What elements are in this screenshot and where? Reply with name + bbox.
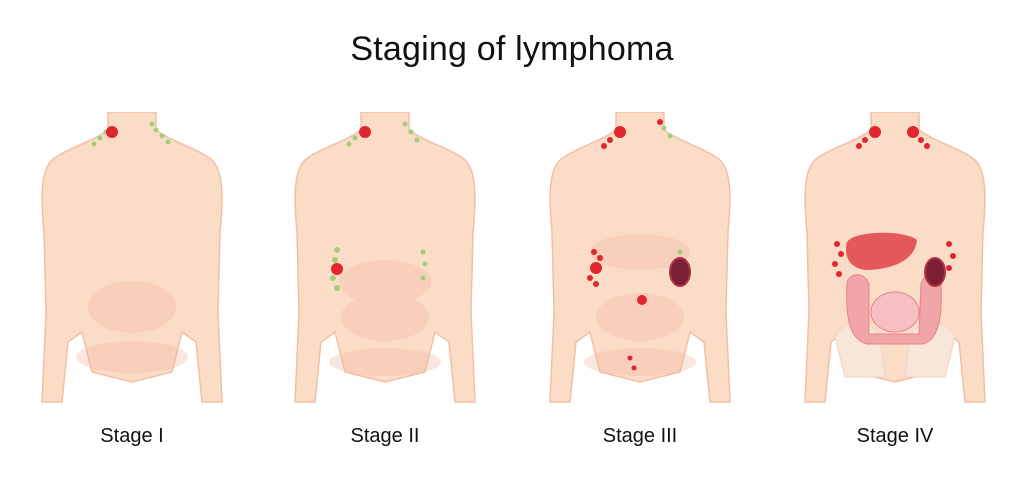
stage-4-body-illustration — [804, 112, 986, 403]
faint-organs — [329, 260, 441, 376]
stage-1-label: Stage I — [100, 425, 164, 447]
stage-3-body-illustration — [549, 112, 731, 403]
small-intestine — [870, 291, 920, 333]
affected-lymph-node-abdomen — [331, 263, 343, 275]
affected-lymph-node — [106, 126, 118, 138]
stage-1-panel — [22, 112, 242, 412]
torso-silhouette — [41, 112, 223, 403]
page-title: Staging of lymphoma — [350, 30, 674, 68]
healthy-lymph-nodes-neck — [661, 125, 673, 139]
healthy-lymph-nodes-right-neck — [149, 121, 171, 145]
torso-silhouette — [294, 112, 476, 403]
healthy-lymph-nodes-abdomen — [330, 247, 428, 291]
stage-4-label: Stage IV — [856, 425, 934, 447]
stage-2-body-illustration — [294, 112, 476, 403]
stage-3-panel — [530, 112, 750, 412]
healthy-lymph-nodes-neck — [346, 121, 420, 147]
affected-lymph-nodes — [587, 119, 663, 371]
affected-lymph-nodes — [832, 126, 956, 277]
stage-1-body-illustration — [41, 112, 223, 403]
liver — [845, 232, 917, 270]
spleen — [669, 257, 691, 287]
stage-3-label: Stage III — [602, 425, 678, 447]
stage-4-panel — [785, 112, 1005, 412]
affected-lymph-node-neck — [359, 126, 371, 138]
stage-2-label: Stage II — [350, 425, 420, 447]
faint-organs — [76, 281, 188, 373]
spleen — [924, 257, 946, 287]
faint-organs — [584, 234, 696, 376]
torso-silhouette — [549, 112, 731, 403]
stage-2-panel — [275, 112, 495, 412]
